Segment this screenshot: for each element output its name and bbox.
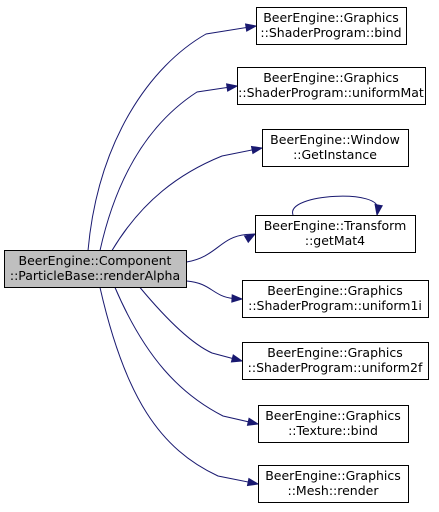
arrowhead-to-get-mat4	[243, 233, 257, 244]
node-texture-bind-label-line-2: ::Texture::bind	[288, 423, 378, 438]
root-node-render-alpha-box	[4, 250, 187, 288]
node-bind-shader[interactable]: BeerEngine::Graphics::ShaderProgram::bin…	[256, 7, 407, 45]
arrowhead-to-uniform-1i	[231, 294, 244, 303]
call-edges	[87, 23, 383, 487]
node-get-mat4-label-line-1: BeerEngine::Transform	[264, 218, 407, 233]
arrowhead-to-uniform-2f	[230, 354, 244, 363]
root-node-render-alpha-label-line-2: ::ParticleBase::renderAlpha	[10, 268, 180, 283]
node-bind-shader-label-line-2: ::ShaderProgram::bind	[260, 25, 401, 40]
node-get-mat4-box	[255, 215, 416, 253]
arrowhead-to-texture-bind	[246, 417, 260, 426]
node-uniform-2f-label-line-2: ::ShaderProgram::uniform2f	[248, 360, 423, 375]
arrowhead-to-get-instance	[250, 145, 264, 155]
self-loop-arrowhead-get-mat4	[374, 203, 383, 217]
arrowhead-to-mesh-render	[246, 477, 260, 487]
node-uniform-mat-label-line-2: ::ShaderProgram::uniformMat	[238, 85, 424, 100]
node-uniform-mat-box	[237, 67, 426, 105]
node-get-instance-label-line-2: ::GetInstance	[293, 147, 377, 162]
node-mesh-render[interactable]: BeerEngine::Graphics::Mesh::render	[258, 465, 409, 503]
root-node-render-alpha[interactable]: BeerEngine::Component::ParticleBase::ren…	[4, 250, 187, 288]
node-uniform-mat[interactable]: BeerEngine::Graphics::ShaderProgram::uni…	[237, 67, 426, 105]
node-uniform-1i-label-line-2: ::ShaderProgram::uniform1i	[248, 298, 422, 313]
node-bind-shader-label-line-1: BeerEngine::Graphics	[263, 10, 399, 25]
node-uniform-2f[interactable]: BeerEngine::Graphics::ShaderProgram::uni…	[242, 342, 429, 380]
node-mesh-render-box	[258, 465, 409, 503]
node-uniform-mat-label-line-1: BeerEngine::Graphics	[263, 70, 399, 85]
node-texture-bind-label-line-1: BeerEngine::Graphics	[265, 408, 401, 423]
arrowhead-to-bind-shader	[244, 23, 258, 32]
node-get-instance-box	[262, 129, 409, 167]
self-loop-get-mat4	[292, 195, 378, 216]
function-nodes: BeerEngine::Component::ParticleBase::ren…	[4, 7, 429, 503]
edge-to-get-mat4	[186, 233, 256, 263]
edge-to-uniform-2f	[139, 287, 243, 362]
node-get-mat4[interactable]: BeerEngine::Transform::getMat4	[255, 215, 416, 253]
edge-to-get-instance	[111, 147, 263, 251]
edge-to-mesh-render	[99, 287, 259, 485]
node-uniform-1i-label-line-1: BeerEngine::Graphics	[267, 283, 403, 298]
node-uniform-2f-label-line-1: BeerEngine::Graphics	[267, 345, 403, 360]
root-node-render-alpha-label-line-1: BeerEngine::Component	[19, 253, 172, 268]
edge-to-uniform-mat	[99, 85, 238, 251]
node-uniform-1i[interactable]: BeerEngine::Graphics::ShaderProgram::uni…	[242, 280, 429, 318]
node-uniform-2f-box	[242, 342, 429, 380]
node-mesh-render-label-line-1: BeerEngine::Graphics	[265, 468, 401, 483]
node-bind-shader-box	[256, 7, 407, 45]
node-get-mat4-label-line-2: ::getMat4	[305, 233, 365, 248]
edge-to-bind-shader	[87, 25, 257, 251]
node-uniform-1i-box	[242, 280, 429, 318]
edge-to-texture-bind	[114, 287, 259, 425]
node-mesh-render-label-line-2: ::Mesh::render	[288, 483, 380, 498]
node-get-instance-label-line-1: BeerEngine::Window	[270, 132, 400, 147]
node-texture-bind-box	[258, 405, 409, 443]
node-texture-bind[interactable]: BeerEngine::Graphics::Texture::bind	[258, 405, 409, 443]
node-get-instance[interactable]: BeerEngine::Window::GetInstance	[262, 129, 409, 167]
arrowhead-to-uniform-mat	[225, 83, 239, 92]
